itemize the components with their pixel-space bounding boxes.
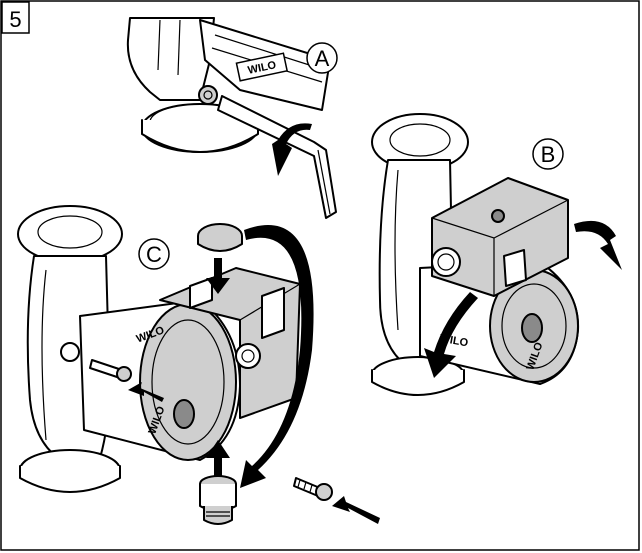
svg-text:C: C (146, 242, 162, 267)
view-a-rotate-arrow (272, 123, 312, 176)
view-c-cap (197, 223, 243, 252)
view-b-down-arrow (424, 292, 478, 378)
view-c-pump: WILO WILO (17, 205, 301, 493)
view-c-loose-screw (293, 477, 333, 501)
view-a-label: A (306, 42, 338, 74)
view-b-pump: WILO WILO (371, 113, 580, 396)
view-c-screw-arrow (332, 496, 380, 524)
view-b-rotate-arrow (574, 220, 622, 270)
view-c-swap-arrow (240, 225, 314, 488)
view-a-brand-text: WILO (247, 59, 278, 77)
view-c-gland-up-arrow (206, 440, 230, 476)
view-b-label: B (532, 138, 564, 170)
view-c-label: C (138, 238, 170, 270)
svg-text:A: A (315, 46, 330, 71)
view-a-pump-partial: WILO (126, 17, 337, 219)
view-c-cable-gland (199, 475, 237, 525)
step-number: 5 (9, 7, 21, 32)
view-c-cap-down-arrow (206, 258, 230, 294)
step-number-box: 5 (1, 1, 30, 34)
svg-text:B: B (541, 142, 556, 167)
view-c-motor-screw-arrow (128, 382, 164, 402)
